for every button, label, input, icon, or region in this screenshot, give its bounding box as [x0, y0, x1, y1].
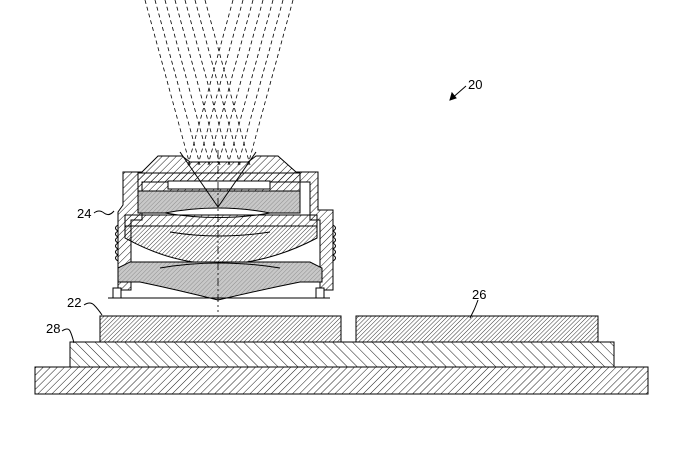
- base-plate: [34, 366, 649, 395]
- label-24: 24: [77, 206, 92, 221]
- light-rays: [144, 0, 294, 166]
- component-26: [355, 315, 599, 343]
- substrate-28: [69, 341, 615, 368]
- leader-lines: [61, 85, 479, 344]
- lens-housing: [108, 155, 336, 301]
- label-20: 20: [468, 77, 483, 92]
- label-28: 28: [46, 321, 61, 336]
- focus-cone: [179, 151, 257, 208]
- label-22: 22: [67, 295, 82, 310]
- label-26: 26: [472, 287, 487, 302]
- sensor-22: [99, 315, 342, 343]
